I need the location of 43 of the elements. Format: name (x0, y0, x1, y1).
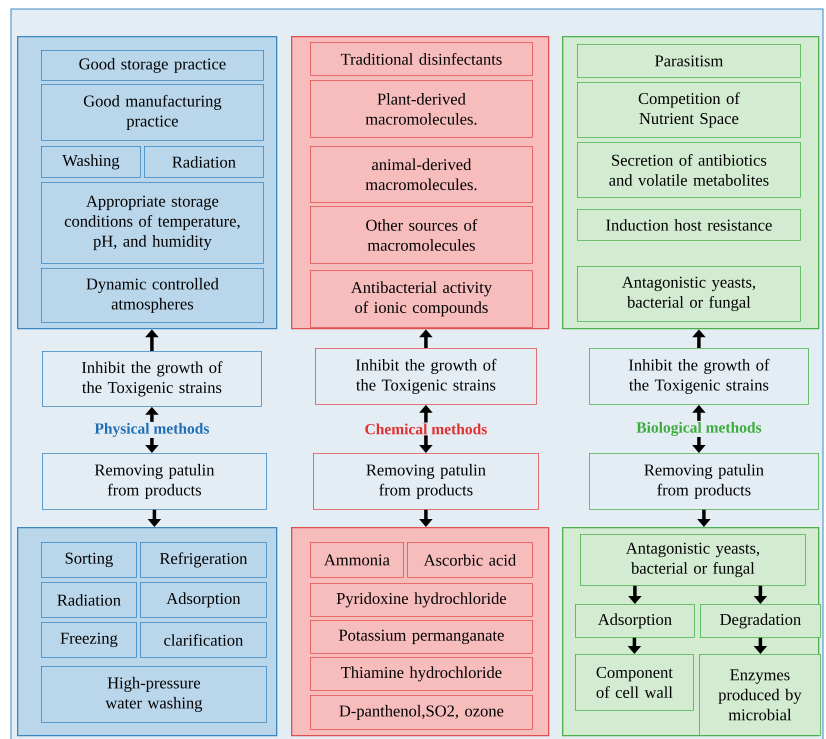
item-box: Dynamic controlled atmospheres (41, 268, 264, 323)
edge-label: Chemical methods (364, 422, 488, 436)
item-box: Appropriate storage conditions of temperature, pH, and humidity (41, 182, 264, 264)
step-box: Removing patulin from products (42, 453, 267, 510)
item-box: Sorting (41, 542, 137, 578)
step-box: Inhibit the growth of the Toxigenic strains (589, 348, 809, 405)
item-box: Antagonistic yeasts, bacterial or fungal (580, 534, 806, 586)
item-box: Enzymes produced by microbial (699, 654, 821, 736)
step-box: Inhibit the growth of the Toxigenic strains (315, 348, 537, 405)
item-box: Antibacterial activity of ionic compounds (310, 270, 533, 328)
item-box: Traditional disinfectants (310, 42, 533, 76)
item-box: Good storage practice (41, 50, 264, 81)
item-box: Thiamine hydrochloride (310, 657, 533, 691)
item-box: Radiation (41, 582, 137, 618)
item-box: Adsorption (140, 582, 267, 618)
item-box: Component of cell wall (575, 654, 694, 711)
item-box: Competition of Nutrient Space (577, 82, 801, 138)
item-box: Antagonistic yeasts, bacterial or fungal (577, 266, 801, 322)
item-box: Refrigeration (140, 542, 267, 578)
item-box: Freezing (41, 622, 137, 658)
step-box: Inhibit the growth of the Toxigenic strains (42, 351, 262, 407)
item-box: clarification (140, 622, 267, 658)
edge-label: Biological methods (635, 420, 763, 437)
item-box: Degradation (700, 604, 821, 638)
item-box: Washing (41, 146, 141, 178)
step-box: Removing patulin from products (589, 453, 819, 510)
item-box: Ammonia (310, 542, 404, 578)
edge-label: Physical methods (93, 422, 210, 438)
item-box: Other sources of macromolecules (310, 206, 533, 264)
item-box: Radiation (144, 146, 264, 178)
item-box: D-panthenol,SO2, ozone (310, 695, 533, 730)
item-box: Secretion of antibiotics and volatile metabolites (577, 142, 801, 198)
item-box: Ascorbic acid (407, 542, 533, 578)
item-box: Pyridoxine hydrochloride (310, 583, 533, 617)
item-box: Parasitism (577, 44, 801, 78)
item-box: animal-derived macromolecules. (310, 146, 533, 203)
item-box: Potassium permanganate (310, 620, 533, 654)
item-box: Good manufacturing practice (41, 84, 264, 141)
item-box: High-pressure water washing (41, 666, 267, 723)
item-box: Induction host resistance (577, 209, 801, 241)
item-box: Adsorption (575, 604, 695, 638)
step-box: Removing patulin from products (313, 453, 539, 510)
item-box: Plant-derived macromolecules. (310, 80, 533, 138)
